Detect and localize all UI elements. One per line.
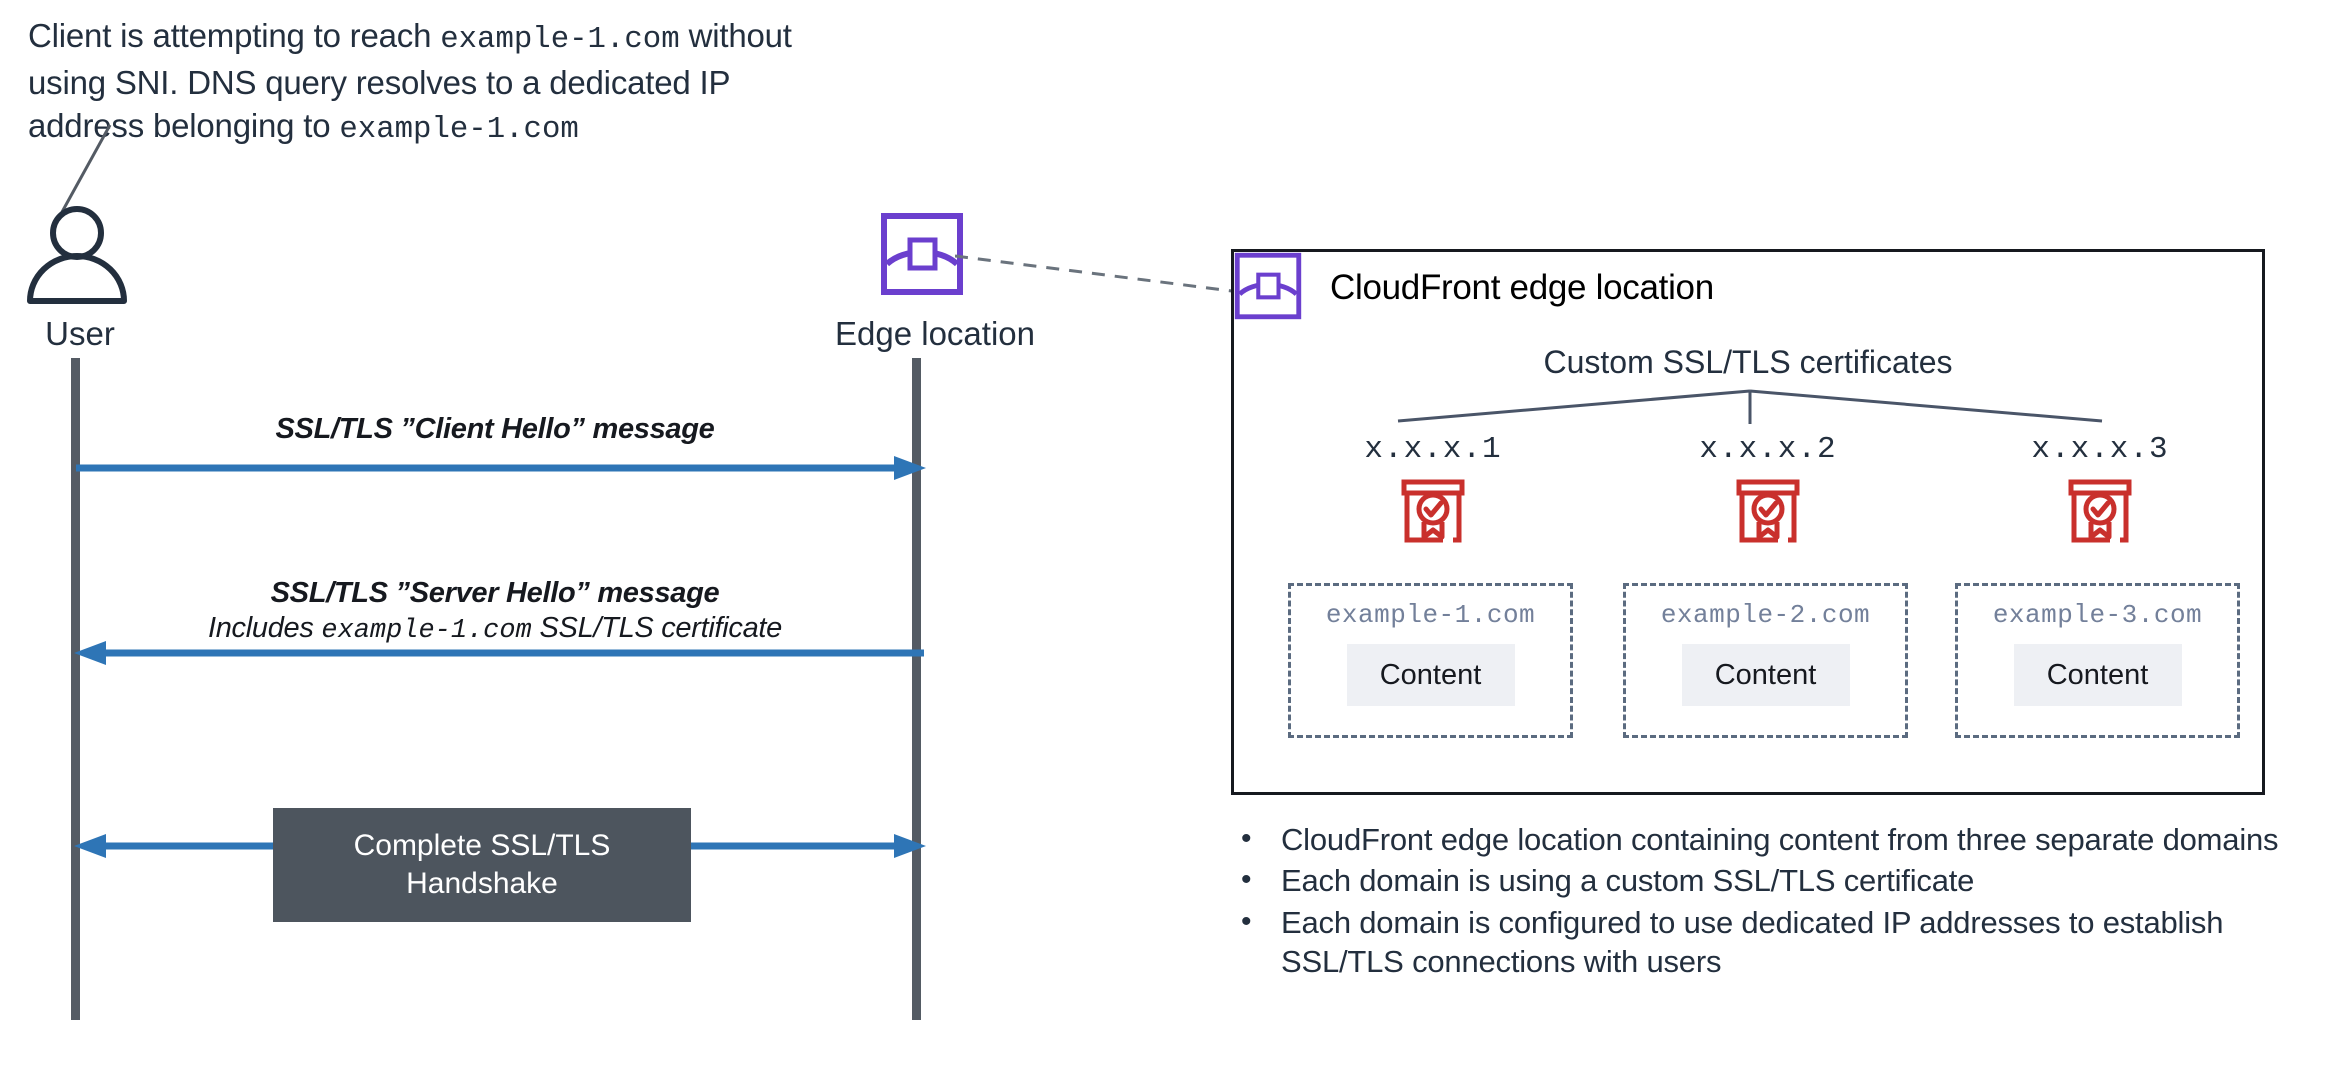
bullet-text: Each domain is configured to use dedicat… xyxy=(1281,904,2224,980)
list-item: • Each domain is using a custom SSL/TLS … xyxy=(1237,861,2307,900)
domain-container: example-1.com Content xyxy=(1288,583,1573,738)
intro-line2: using SNI. DNS query resolves to a dedic… xyxy=(28,63,731,101)
complete-handshake-label: Complete SSL/TLS Handshake xyxy=(354,827,611,903)
ip-address-label: x.x.x.1 xyxy=(1364,432,1502,467)
intro-line1-part-a: Client is attempting to reach xyxy=(28,17,441,54)
certificate-icon xyxy=(2068,479,2132,543)
domain-name-label: example-3.com xyxy=(1992,600,2203,630)
user-lifeline xyxy=(71,358,80,1020)
edge-to-panel-connector xyxy=(955,254,1241,294)
list-item: • CloudFront edge location containing co… xyxy=(1237,820,2307,859)
domain-container: example-3.com Content xyxy=(1955,583,2240,738)
bullet-marker: • xyxy=(1241,904,1252,938)
bullet-marker: • xyxy=(1241,822,1252,855)
intro-line3-domain: example-1.com xyxy=(339,112,579,148)
cloudfront-edge-location-icon xyxy=(881,213,963,295)
certificate-icon xyxy=(1736,479,1800,543)
server-hello-sub-domain: example-1.com xyxy=(321,616,532,646)
content-chip: Content xyxy=(1681,644,1850,706)
arrow-client-hello xyxy=(76,456,926,480)
server-hello-title: SSL/TLS ”Server Hello” message xyxy=(270,577,720,609)
intro-annotation-text: Client is attempting to reach example-1.… xyxy=(28,14,948,151)
message-label-client-hello: SSL/TLS ”Client Hello” message xyxy=(275,413,715,445)
list-item: • Each domain is configured to use dedic… xyxy=(1237,903,2307,982)
bullet-text: Each domain is using a custom SSL/TLS ce… xyxy=(1281,863,1975,899)
handshake-line-1: Complete SSL/TLS xyxy=(353,829,611,863)
server-hello-subtitle: Includes example-1.com SSL/TLS certifica… xyxy=(70,612,920,646)
intro-line1-domain: example-1.com xyxy=(440,22,680,57)
certificate-branch-connector xyxy=(1397,389,2103,424)
certificate-column: x.x.x.3 xyxy=(1955,432,2245,549)
summary-bullet-list: • CloudFront edge location containing co… xyxy=(1237,820,2307,983)
complete-handshake-box: Complete SSL/TLS Handshake xyxy=(273,808,691,922)
intro-line3-part-a: address belonging to xyxy=(28,107,340,145)
content-chip: Content xyxy=(1346,644,1515,706)
edge-location-lifeline xyxy=(912,358,921,1020)
intro-line1-part-b: without xyxy=(679,17,792,54)
user-actor-label: User xyxy=(45,315,115,352)
message-label-server-hello: SSL/TLS ”Server Hello” message Includes … xyxy=(70,577,920,646)
arrow-server-hello xyxy=(74,641,924,665)
handshake-line-2: Handshake xyxy=(406,867,558,900)
certificate-column: x.x.x.2 xyxy=(1623,432,1913,549)
certificate-icon xyxy=(1401,479,1465,543)
bullet-marker: • xyxy=(1241,863,1252,897)
bullet-text: CloudFront edge location containing cont… xyxy=(1281,822,2279,857)
ip-address-label: x.x.x.3 xyxy=(2031,432,2169,467)
domain-name-label: example-2.com xyxy=(1660,600,1871,630)
certificate-column: x.x.x.1 xyxy=(1288,432,1578,549)
content-chip: Content xyxy=(2013,644,2182,706)
custom-certificates-subtitle: Custom SSL/TLS certificates xyxy=(1543,344,1953,380)
domain-container: example-2.com Content xyxy=(1623,583,1908,738)
edge-location-actor-label: Edge location xyxy=(835,315,1035,352)
ip-address-label: x.x.x.2 xyxy=(1699,432,1837,467)
user-icon xyxy=(27,206,127,304)
domain-name-label: example-1.com xyxy=(1325,600,1536,630)
server-hello-sub-a: Includes xyxy=(207,612,322,644)
leader-line xyxy=(60,124,112,213)
server-hello-sub-b: SSL/TLS certificate xyxy=(531,612,783,644)
cloudfront-edge-location-icon xyxy=(1234,252,1302,320)
cloudfront-panel-title: CloudFront edge location xyxy=(1330,268,1714,307)
